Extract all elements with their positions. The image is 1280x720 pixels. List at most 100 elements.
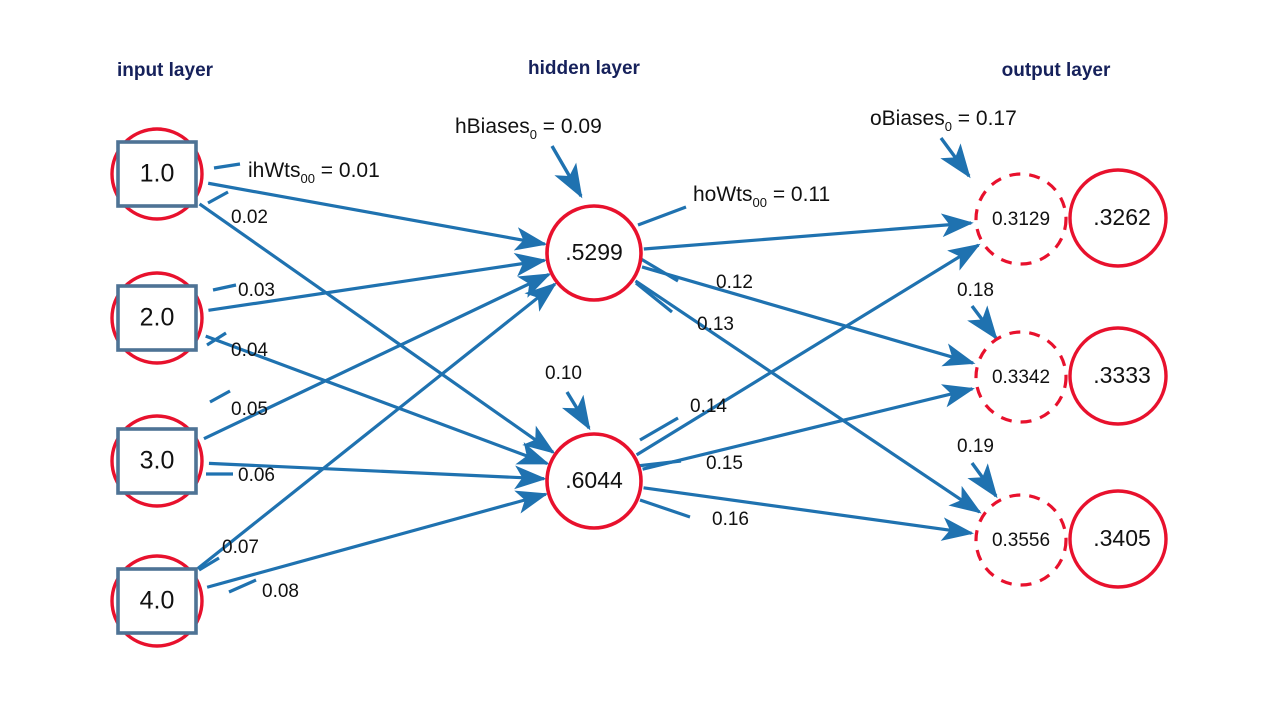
output-bias-label-subscript: 0: [945, 119, 952, 134]
weight-labels: ihWts00 = 0.01 0.02 0.03 0.04 0.05 0.06 0.07 0.…: [222, 159, 830, 602]
ih-weight-label: 0.07: [222, 537, 259, 558]
edge-hidden-to-output: [643, 213, 974, 251]
hidden-bias-label: 0.10: [545, 363, 582, 384]
title-hidden-layer: hidden layer: [528, 58, 641, 79]
output-bias-label: oBiases0 = 0.17: [870, 107, 1017, 134]
ih-weight-label-tail: = 0.01: [315, 159, 380, 182]
input-nodes: 1.0 2.0 3.0 4.0: [110, 127, 204, 648]
input-node-square: [116, 427, 198, 495]
ih-weight-label-main: 0.08: [262, 581, 299, 602]
input-node-square: [116, 140, 198, 208]
output-bias-label-main: 0.18: [957, 280, 994, 301]
edge-input-to-hidden: [208, 461, 547, 490]
output-node-solid-circle: [1068, 168, 1168, 268]
ih-weight-label: ihWts00 = 0.01: [248, 159, 380, 186]
ho-weight-label: 0.16: [712, 509, 749, 530]
output-bias-label-main: oBiases: [870, 107, 945, 130]
ho-weight-label-main: 0.14: [690, 396, 727, 417]
output-bias-label-tail: = 0.17: [952, 107, 1017, 130]
weight-label-connectors: [198, 162, 691, 594]
input-node-value: 1.0: [140, 160, 175, 188]
layer-titles: input layer hidden layer output layer: [117, 58, 1111, 81]
hidden-bias-label-tail: = 0.09: [537, 115, 602, 138]
output-node-preactivation-value: 0.3556: [992, 530, 1050, 551]
hidden-node-value: .6044: [565, 467, 623, 493]
input-node-value: 4.0: [140, 587, 175, 615]
weight-label-connector: [209, 389, 231, 404]
hidden-bias-label-main: 0.10: [545, 363, 582, 384]
output-bias-label: 0.19: [957, 436, 994, 457]
title-output-layer: output layer: [1002, 60, 1111, 81]
weight-label-connector: [640, 257, 679, 283]
ih-weight-label: 0.04: [231, 340, 268, 361]
weight-label-connector: [212, 283, 237, 292]
output-node-solid-circle: [1068, 489, 1168, 589]
ih-weight-label: 0.02: [231, 207, 268, 228]
hidden-node: .5299: [545, 204, 643, 302]
bias-arrow: [967, 304, 998, 341]
edge-input-to-hidden: [208, 252, 548, 312]
ho-weight-label: hoWts00 = 0.11: [693, 183, 830, 210]
input-node: 3.0: [110, 414, 204, 508]
edge-input-to-hidden: [207, 181, 548, 251]
hidden-bias-label-subscript: 0: [530, 127, 537, 142]
ih-weight-label-main: 0.02: [231, 207, 268, 228]
hidden-node-circle: [545, 204, 643, 302]
weight-label-connector: [228, 578, 257, 594]
input-node-square: [116, 567, 198, 635]
output-node-preactivation-value: 0.3342: [992, 367, 1050, 388]
output-node-solid-circle: [1068, 326, 1168, 426]
ih-weight-label: 0.03: [238, 280, 275, 301]
output-bias-label-main: 0.19: [957, 436, 994, 457]
output-node-softmax-value: .3262: [1093, 204, 1151, 230]
output-node: 0.3342.3333: [974, 326, 1168, 426]
hidden-bias-label-main: hBiases: [455, 115, 530, 138]
edge-hidden-to-output: [643, 486, 975, 541]
ho-weight-label-main: 0.13: [697, 314, 734, 335]
edge-hidden-to-output: [641, 265, 976, 367]
title-input-layer: input layer: [117, 60, 214, 81]
ih-weight-label: 0.05: [231, 399, 268, 420]
edge-input-to-hidden: [198, 202, 556, 454]
hidden-node-value: .5299: [565, 239, 623, 265]
edge-hidden-to-output: [634, 279, 982, 514]
ho-weight-label-main: 0.15: [706, 453, 743, 474]
ih-weight-label-main: 0.05: [231, 399, 268, 420]
hidden-bias-label: hBiases0 = 0.09: [455, 115, 602, 142]
bias-arrow: [939, 136, 971, 179]
edge-hidden-to-output: [642, 384, 975, 471]
input-node: 4.0: [110, 554, 204, 648]
ih-weight-label-main: 0.03: [238, 280, 275, 301]
weight-label-connector: [206, 331, 227, 347]
ih-weight-label: 0.08: [262, 581, 299, 602]
input-to-hidden-edges: [196, 181, 557, 589]
edge-input-to-hidden: [196, 282, 557, 570]
ho-weight-label-main: 0.16: [712, 509, 749, 530]
weight-label-connector: [639, 416, 679, 442]
ih-weight-label-main: 0.07: [222, 537, 259, 558]
weight-label-connector: [637, 205, 687, 227]
ho-weight-label-subscript: 00: [753, 195, 767, 210]
ho-weight-label: 0.15: [706, 453, 743, 474]
input-node-value: 2.0: [140, 304, 175, 332]
hidden-node: .6044: [545, 432, 643, 530]
output-node-preactivation-value: 0.3129: [992, 209, 1050, 230]
bias-arrow: [550, 145, 583, 199]
input-node: 2.0: [110, 271, 204, 365]
ho-weight-label-main: 0.12: [716, 272, 753, 293]
ho-weight-label-main: hoWts: [693, 183, 753, 206]
ho-weight-label-tail: = 0.11: [767, 183, 830, 206]
hidden-nodes: .5299 .6044: [545, 204, 643, 530]
bias-arrow: [967, 462, 998, 499]
weight-label-connector: [636, 459, 682, 468]
output-node: 0.3129 .3262: [974, 168, 1168, 268]
bias-arrow: [561, 391, 591, 431]
weight-label-connector: [634, 281, 674, 314]
weight-label-connector: [639, 498, 691, 519]
ih-weight-label: 0.06: [238, 465, 275, 486]
output-node: 0.3556.3405: [974, 489, 1168, 589]
output-node-dashed-circle: [974, 172, 1068, 266]
output-nodes: 0.3129 .3262 0.3342.3333 0.3556.3405: [974, 168, 1168, 589]
